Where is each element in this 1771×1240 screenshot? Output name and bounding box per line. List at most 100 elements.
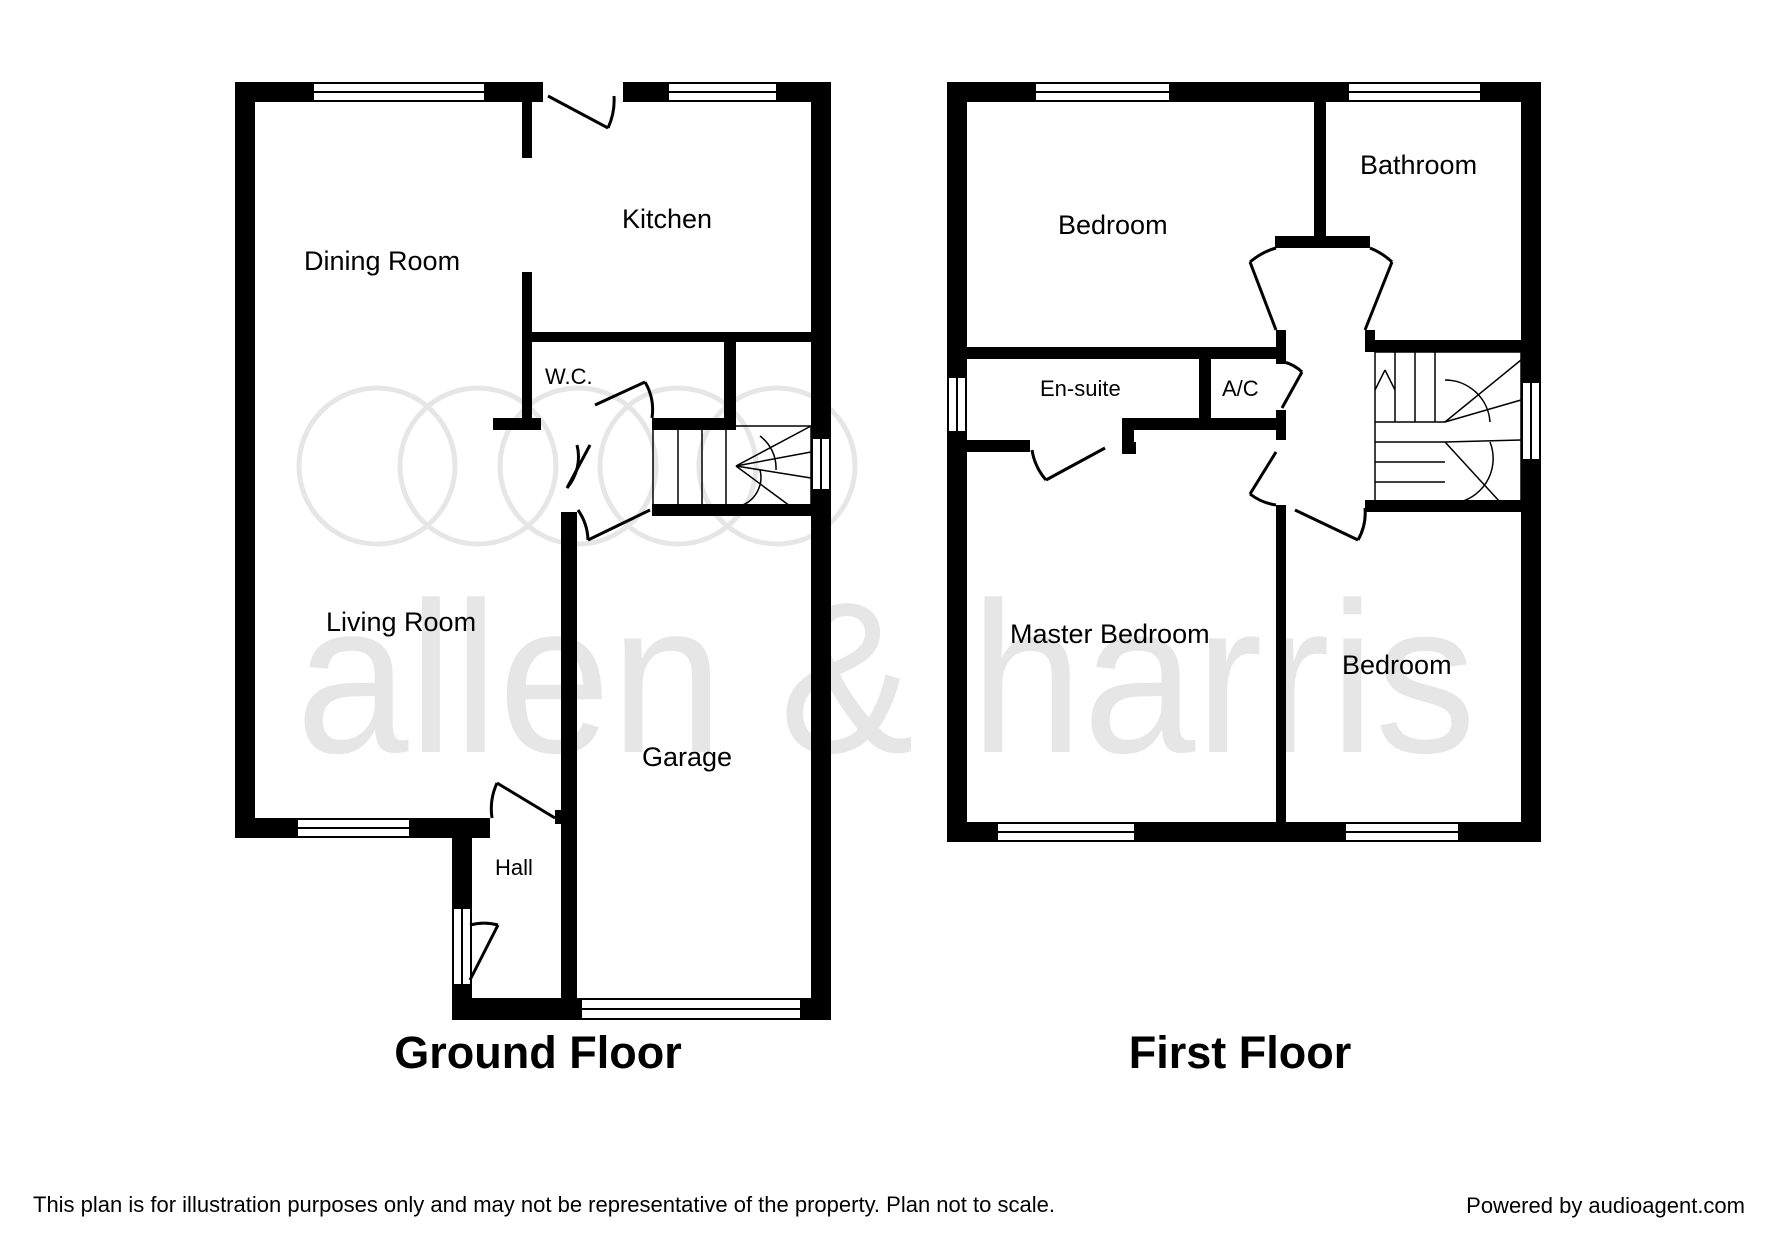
wall [1125, 418, 1285, 430]
wall [410, 818, 490, 838]
door-swing [1356, 507, 1367, 541]
door-swing [643, 381, 655, 419]
wall [493, 418, 541, 430]
wall [1135, 822, 1345, 842]
door-leaf [1363, 261, 1394, 331]
room-label-airing-cupboard: A/C [1222, 376, 1259, 401]
door-swing [489, 782, 499, 819]
wall [1170, 82, 1348, 102]
ground-floor-windows [296, 82, 831, 1020]
wall [1521, 82, 1541, 382]
watermark-ring-3 [497, 385, 659, 547]
ground-floor-labels: Dining Room Kitchen W.C. Living Room Gar… [304, 204, 732, 880]
disclaimer-text: This plan is for illustration purposes o… [33, 1192, 1055, 1217]
wall [947, 82, 1035, 102]
wall [522, 100, 532, 158]
room-label-wc: W.C. [545, 364, 593, 389]
ground-floor-stairs [652, 425, 812, 507]
watermark-text: allen & harris [296, 557, 1476, 798]
door-leaf [1280, 371, 1304, 409]
door-leaf [1248, 261, 1278, 331]
watermark-logo [296, 385, 858, 547]
wall [235, 818, 297, 838]
wall [1365, 340, 1541, 352]
wall [1459, 822, 1541, 842]
first-floor-labels: Bedroom Bathroom En-suite A/C Master Bed… [1010, 150, 1477, 680]
room-label-master-bedroom: Master Bedroom [1010, 619, 1210, 649]
door-swing [1249, 492, 1277, 507]
door-swing [1283, 360, 1304, 374]
wall [561, 512, 577, 1020]
wall [1276, 505, 1286, 825]
room-label-living-room: Living Room [326, 607, 476, 637]
room-label-garage: Garage [642, 742, 732, 772]
wall [811, 490, 831, 1020]
wall [623, 82, 668, 102]
wall [811, 82, 831, 438]
wall [1275, 236, 1370, 248]
room-label-bedroom-back: Bedroom [1342, 650, 1452, 680]
floor-title-first: First Floor [1129, 1027, 1352, 1078]
door-swing [576, 509, 590, 541]
door-leaf [496, 781, 556, 820]
first-floor-plan: Bedroom Bathroom En-suite A/C Master Bed… [947, 82, 1541, 1078]
wall [452, 998, 582, 1020]
wall [724, 332, 736, 426]
watermark-ring-2 [397, 385, 559, 547]
wall [947, 432, 967, 842]
wall [1521, 460, 1541, 842]
door-leaf [1248, 451, 1278, 495]
watermark-ring-4 [597, 385, 759, 547]
door-swing [1369, 246, 1394, 264]
door-leaf [547, 94, 609, 130]
wall [960, 347, 1286, 359]
room-label-en-suite: En-suite [1040, 376, 1121, 401]
wall [1276, 330, 1286, 364]
room-label-kitchen: Kitchen [622, 204, 712, 234]
room-label-bathroom: Bathroom [1360, 150, 1477, 180]
first-floor-stairs [1374, 351, 1522, 503]
door-leaf [468, 924, 500, 981]
door-swing [565, 444, 580, 489]
powered-by-text: Powered by audioagent.com [1466, 1193, 1745, 1218]
wall [555, 810, 565, 824]
wall [522, 332, 822, 342]
wall [1199, 358, 1211, 420]
wall [1314, 100, 1326, 238]
room-label-hall: Hall [495, 855, 533, 880]
wall [947, 822, 997, 842]
wall [1365, 500, 1541, 512]
room-label-bedroom-front: Bedroom [1058, 210, 1168, 240]
wall [235, 82, 255, 838]
floor-title-ground: Ground Floor [394, 1027, 681, 1078]
door-leaf [594, 380, 646, 407]
wall [652, 418, 736, 430]
door-swing [606, 95, 616, 129]
ground-floor-plan: Dining Room Kitchen W.C. Living Room Gar… [235, 82, 831, 1078]
first-floor-walls [947, 82, 1541, 842]
wall [947, 82, 967, 377]
ground-floor-doors [468, 94, 655, 981]
door-swing [1030, 449, 1048, 481]
wall [801, 998, 831, 1020]
door-leaf [1045, 446, 1106, 482]
ground-floor-walls [235, 82, 831, 1020]
wall [652, 504, 822, 516]
wall [1365, 330, 1375, 344]
wall [235, 82, 313, 102]
first-floor-windows [947, 82, 1541, 842]
watermark-ring-5 [696, 385, 858, 547]
wall [485, 82, 543, 102]
wall [1122, 442, 1136, 454]
door-leaf [587, 508, 651, 542]
wall [452, 818, 472, 908]
door-swing [1249, 246, 1277, 264]
wall [960, 440, 1030, 452]
door-swing [469, 921, 499, 927]
door-leaf [1294, 508, 1359, 542]
wall [561, 998, 581, 1020]
watermark-ring-1 [296, 385, 458, 547]
first-floor-doors [1030, 246, 1394, 542]
room-label-dining-room: Dining Room [304, 246, 460, 276]
